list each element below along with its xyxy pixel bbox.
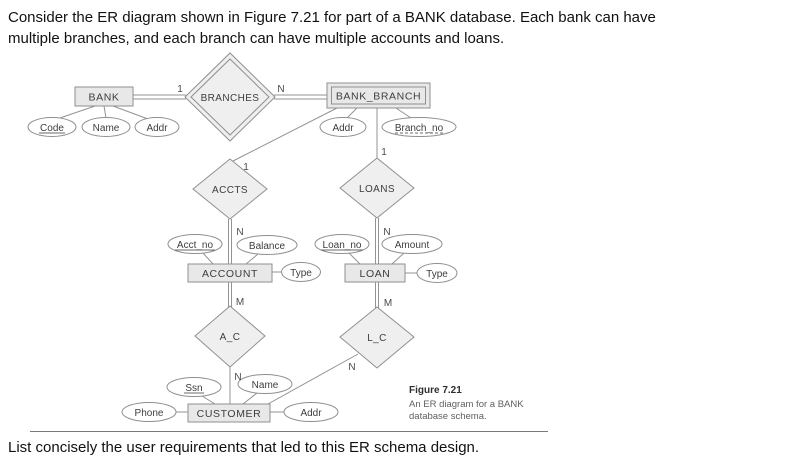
cardinality-account-ac: M — [236, 297, 244, 308]
attribute-amount-ellipse — [381, 234, 443, 254]
attribute-ssn-label: Ssn — [185, 383, 202, 394]
problem-statement-line2: multiple branches, and each branch can h… — [8, 30, 505, 47]
connector-lines — [56, 94, 417, 413]
relationship-loans-diamond — [339, 157, 415, 219]
relationship-branches-diamond — [184, 52, 276, 142]
attribute-balance-label: Balance — [249, 241, 286, 252]
figure-caption-line1: An ER diagram for a BANK — [409, 398, 524, 410]
attribute-acct-no-ellipse — [167, 234, 223, 254]
attribute-bank-addr-label: Addr — [146, 123, 168, 134]
figure-caption-line2: database schema. — [409, 411, 487, 422]
figure-caption: Figure 7.21 An ER diagram for a BANK dat… — [409, 385, 579, 424]
relationship-branches-label: BRANCHES — [201, 93, 260, 104]
cardinality-loans-loan: N — [383, 227, 390, 238]
attribute-account-type-ellipse — [281, 262, 321, 282]
attribute-branch-no-ellipse — [381, 117, 457, 137]
cardinality-accts-account: N — [236, 227, 243, 238]
attribute-ssn-ellipse — [166, 377, 222, 397]
entity-bank-box — [74, 86, 134, 107]
entity-bank-branch-label: BANK_BRANCH — [336, 91, 421, 103]
relationship-accts-label: ACCTS — [212, 185, 248, 196]
attribute-phone-ellipse — [121, 402, 177, 422]
relationship-lc-diamond — [339, 306, 415, 369]
attribute-bank-name-ellipse — [81, 117, 131, 137]
attribute-balance-ellipse — [236, 235, 298, 255]
entity-bank-label: BANK — [89, 92, 120, 104]
cardinality-bankbranch-accts: 1 — [243, 162, 249, 173]
entity-account-box — [187, 263, 273, 283]
attribute-loan-type-ellipse — [416, 263, 458, 283]
attribute-loan-type-label: Type — [426, 269, 448, 280]
cardinality-loan-lc: M — [384, 298, 392, 309]
attribute-cust-addr-ellipse — [283, 402, 339, 422]
cardinality-bank-branches: 1 — [177, 84, 183, 95]
attribute-account-type-label: Type — [290, 268, 312, 279]
cardinality-lc-customer: N — [348, 362, 355, 373]
entity-loan-box — [344, 263, 406, 283]
problem-statement: Consider the ER diagram shown in Figure … — [8, 7, 786, 49]
attribute-code-ellipse — [27, 117, 77, 137]
attribute-amount-label: Amount — [395, 240, 430, 251]
attribute-acct-no-label: Acct_no — [177, 240, 214, 251]
attribute-loan-no-label: Loan_no — [323, 240, 362, 251]
cardinality-ac-customer: N — [234, 372, 241, 383]
entity-bank-branch-box — [326, 82, 431, 109]
attribute-cust-name-ellipse — [237, 374, 293, 394]
entity-account-label: ACCOUNT — [202, 268, 258, 280]
relationship-accts-diamond — [192, 158, 268, 220]
attribute-bank-addr-ellipse — [134, 117, 180, 137]
relationship-lc-label: L_C — [367, 333, 387, 344]
attribute-phone-label: Phone — [135, 408, 164, 419]
entity-customer-box — [187, 403, 271, 423]
attribute-bb-addr-label: Addr — [332, 123, 354, 134]
entity-loan-label: LOAN — [360, 268, 391, 280]
attribute-loan-no-ellipse — [314, 234, 370, 254]
attribute-cust-addr-label: Addr — [300, 408, 322, 419]
question-text: List concisely the user requirements tha… — [8, 439, 480, 456]
relationship-loans-label: LOANS — [359, 184, 395, 195]
attribute-code-label: Code — [40, 123, 64, 134]
attribute-branch-no-label: Branch_no — [395, 123, 444, 134]
attribute-bb-addr-ellipse — [319, 117, 367, 137]
problem-statement-line1: Consider the ER diagram shown in Figure … — [8, 9, 656, 26]
attribute-cust-name-label: Name — [252, 380, 279, 391]
entity-customer-label: CUSTOMER — [197, 408, 262, 420]
relationship-ac-label: A_C — [220, 332, 241, 343]
attribute-bank-name-label: Name — [93, 123, 120, 134]
cardinality-bankbranch-loans: 1 — [381, 147, 387, 158]
cardinality-branches-bankbranch: N — [277, 84, 284, 95]
key-underlines — [39, 132, 443, 394]
figure-caption-title: Figure 7.21 — [409, 385, 462, 396]
relationship-ac-diamond — [194, 305, 266, 368]
